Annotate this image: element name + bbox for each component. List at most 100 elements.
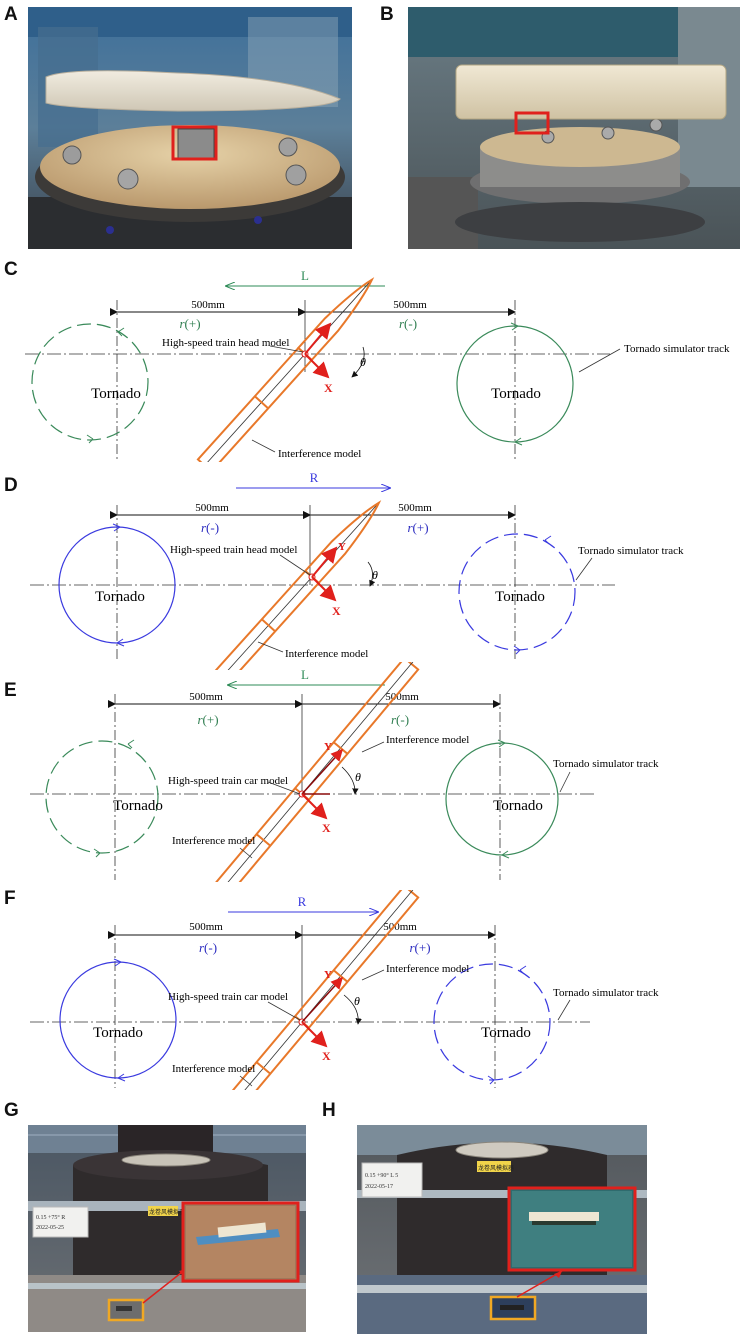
interference-bottom-label-f: Interference model <box>172 1063 255 1075</box>
diagram-d: R 500mm 500mm r(-) r(+) Tornado Tornado … <box>30 470 684 670</box>
r-symbol-left-f: r <box>199 940 205 955</box>
tornado-label-right-e: Tornado <box>493 798 543 814</box>
interference-bottom-label-e: Interference model <box>172 835 255 847</box>
svg-text:r(-): r(-) <box>199 940 217 955</box>
interference-label-d: Interference model <box>285 648 368 660</box>
sign-left-c: (+) <box>185 316 201 331</box>
tornado-label-left-d: Tornado <box>95 589 145 605</box>
interference-label-c: Interference model <box>278 448 361 460</box>
tornado-left-f <box>59 961 177 1079</box>
sign-right-c: (-) <box>404 316 417 331</box>
r-symbol-left-c: r <box>179 316 185 331</box>
direction-label-c: L <box>301 268 309 283</box>
tornado-left-e <box>45 740 159 854</box>
panel-label-g: G <box>4 1100 19 1121</box>
theta-c: θ <box>360 355 366 369</box>
panel-label-a: A <box>4 4 18 25</box>
tornado-label-left-e: Tornado <box>113 798 163 814</box>
r-symbol-right-e: r <box>391 712 397 727</box>
sign-right-f: (+) <box>415 940 431 955</box>
theta-d: θ <box>372 568 378 582</box>
tornado-left-c <box>31 323 149 441</box>
axis-y-label-e: Y <box>324 741 332 753</box>
diagram-e: L 500mm 500mm r(+) r(-) Tornado Tornado … <box>30 662 659 882</box>
theta-e: θ <box>355 770 361 784</box>
dist-right-d: 500mm <box>398 502 432 514</box>
model-label-e: High-speed train car model <box>168 775 288 787</box>
panel-label-f: F <box>4 888 16 909</box>
track-label-c: Tornado simulator track <box>624 343 730 355</box>
svg-text:r(-): r(-) <box>391 712 409 727</box>
highlight-box-a <box>171 125 218 161</box>
photo-b-train-car-on-balance <box>408 7 740 249</box>
dist-right-f: 500mm <box>383 921 417 933</box>
y-axis-arrow-d <box>311 546 338 578</box>
r-symbol-right-c: r <box>399 316 405 331</box>
axis-x-label-e: X <box>322 821 331 835</box>
tornado-right-f <box>433 963 551 1081</box>
r-symbol-left-d: r <box>201 520 207 535</box>
card-line1-h: 0.15 +90° L 5 <box>365 1172 398 1179</box>
dist-left-c: 500mm <box>191 299 225 311</box>
highlight-box-b <box>514 111 550 135</box>
x-axis-arrow-f <box>301 1021 328 1048</box>
photo-g-tornado-simulator-car: 0.15 +75° R 2022-05-25 龙卷风模拟器 <box>28 1125 306 1332</box>
tornado-label-left-c: Tornado <box>91 386 141 402</box>
dist-right-e: 500mm <box>385 691 419 703</box>
direction-label-d: R <box>310 470 319 485</box>
axis-x-label-c: X <box>324 381 333 395</box>
svg-text:r(-): r(-) <box>201 520 219 535</box>
y-axis-arrow-e <box>301 748 344 795</box>
svg-text:r(+): r(+) <box>197 712 218 727</box>
track-label-d: Tornado simulator track <box>578 545 684 557</box>
diagram-c: L 500mm 500mm r(+) r(-) Tornado Tornado … <box>25 268 730 462</box>
inset-h <box>507 1186 637 1272</box>
sign-text-g: 龙卷风模拟器 <box>149 1208 185 1216</box>
card-line2-h: 2022-05-17 <box>365 1184 393 1190</box>
dist-left-e: 500mm <box>189 691 223 703</box>
dist-right-c: 500mm <box>393 299 427 311</box>
track-label-f: Tornado simulator track <box>553 987 659 999</box>
r-symbol-right-f: r <box>409 940 415 955</box>
svg-text:r(+): r(+) <box>407 520 428 535</box>
sign-right-d: (+) <box>413 520 429 535</box>
tornado-label-right-d: Tornado <box>495 589 545 605</box>
sign-left-d: (-) <box>206 520 219 535</box>
y-axis-arrow-c <box>304 322 332 355</box>
x-axis-arrow-e <box>301 793 328 820</box>
theta-f: θ <box>354 994 360 1008</box>
photo-h-tornado-simulator-head: 0.15 +90° L 5 2022-05-17 龙卷风模拟器 <box>357 1125 647 1334</box>
panel-label-b: B <box>380 4 394 25</box>
tornado-label-right-f: Tornado <box>481 1025 531 1041</box>
interference-top-label-f: Interference model <box>386 963 469 975</box>
sign-right-e: (-) <box>396 712 409 727</box>
panel-label-h: H <box>322 1100 336 1121</box>
panel-label-d: D <box>4 475 18 496</box>
inset-g <box>181 1201 300 1283</box>
model-group-f <box>198 890 425 1090</box>
sign-left-e: (+) <box>203 712 219 727</box>
model-label-f: High-speed train car model <box>168 991 288 1003</box>
direction-label-f: R <box>298 894 307 909</box>
direction-label-e: L <box>301 667 309 682</box>
x-axis-arrow-c <box>304 353 330 379</box>
model-label-d: High-speed train head model <box>170 544 297 556</box>
axis-y-label-d: Y <box>338 541 346 553</box>
tornado-label-right-c: Tornado <box>491 386 541 402</box>
axis-x-label-f: X <box>322 1049 331 1063</box>
panel-label-c: C <box>4 259 18 280</box>
svg-text:r(+): r(+) <box>409 940 430 955</box>
svg-text:r(-): r(-) <box>399 316 417 331</box>
axis-y-label-f: Y <box>324 969 332 981</box>
model-group-c <box>196 277 375 462</box>
card-line2-g: 2022-05-25 <box>36 1225 64 1231</box>
interference-top-label-e: Interference model <box>386 734 469 746</box>
y-axis-arrow-f <box>301 976 344 1023</box>
axis-x-label-d: X <box>332 604 341 618</box>
photo-a-train-head-on-balance <box>28 7 352 249</box>
dist-left-d: 500mm <box>195 502 229 514</box>
tornado-right-d <box>458 533 576 651</box>
sign-text-h: 龙卷风模拟器 <box>478 1164 514 1172</box>
svg-text:r(+): r(+) <box>179 316 200 331</box>
dist-left-f: 500mm <box>189 921 223 933</box>
